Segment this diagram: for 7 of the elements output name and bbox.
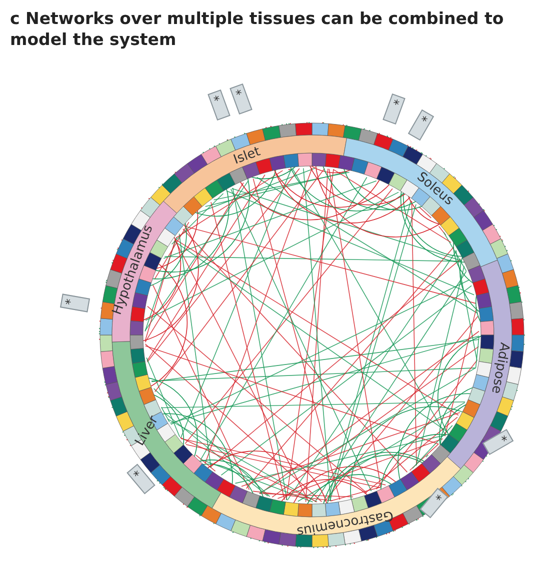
figure-title: c Networks over multiple tissues can be combined to model the system <box>10 8 505 50</box>
asterisk-tag: * <box>208 89 230 121</box>
tissue-label: Adipose <box>488 341 512 395</box>
tissue-label: Islet <box>231 144 262 168</box>
asterisk-tag: * <box>60 294 90 312</box>
asterisk-tag: * <box>230 83 252 115</box>
asterisk-tag: * <box>382 93 406 125</box>
